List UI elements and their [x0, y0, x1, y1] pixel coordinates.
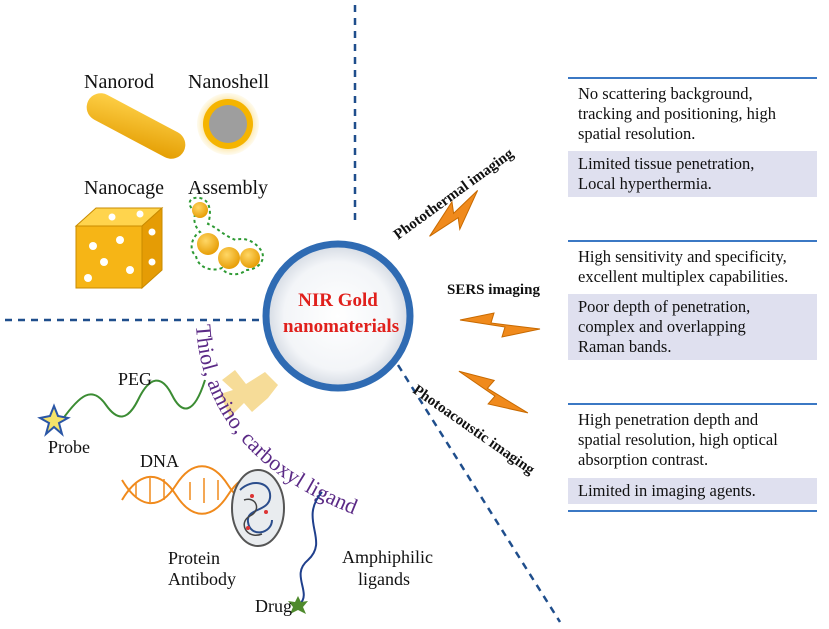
lim-line: Limited tissue penetration,: [578, 154, 755, 173]
divider-lines: [5, 5, 562, 623]
peg-chain: [61, 379, 206, 421]
adv-line: spatial resolution, high optical: [578, 430, 778, 449]
label-ligands: ligands: [358, 569, 410, 589]
adv-line: High penetration depth and: [578, 410, 759, 429]
sers-limitations: Poor depth of penetration, complex and o…: [568, 294, 817, 360]
adv-line: excellent multiplex capabilities.: [578, 267, 789, 286]
assembly-shape: [188, 196, 264, 276]
center-title-line1: NIR Gold: [298, 290, 378, 311]
adv-line: absorption contrast.: [578, 450, 709, 469]
probe-star-icon: [37, 403, 71, 437]
label-dna: DNA: [140, 451, 179, 471]
box-rule-photoacoustic: [568, 403, 817, 405]
bolt-sers: [459, 312, 541, 338]
nanoshell-shape: [197, 93, 259, 155]
label-assembly: Assembly: [188, 177, 268, 199]
photoacoustic-advantages: High penetration depth and spatial resol…: [568, 406, 817, 470]
adv-line: spatial resolution.: [578, 124, 696, 143]
adv-line: No scattering background,: [578, 84, 753, 103]
lim-line: Poor depth of penetration,: [578, 297, 751, 316]
divider-bottom-right: [396, 364, 562, 623]
center-title: NIR Gold nanomaterials: [283, 288, 400, 340]
label-nanoshell: Nanoshell: [188, 71, 270, 93]
bolt-photothermal: [429, 190, 479, 237]
amphiphilic-chain: [299, 491, 323, 605]
box-rule-photothermal: [568, 77, 817, 79]
adv-line: tracking and positioning, high: [578, 104, 776, 123]
photothermal-advantages: No scattering background, tracking and p…: [568, 80, 817, 144]
label-nanocage: Nanocage: [84, 177, 164, 199]
box-rule-sers: [568, 240, 817, 242]
nanorod-shape: [86, 93, 186, 159]
lim-line: Limited in imaging agents.: [578, 481, 756, 500]
label-photoacoustic-imaging: Photoacoustic imaging: [410, 382, 538, 478]
label-sers-imaging: SERS imaging: [447, 282, 540, 298]
bolt-photoacoustic: [458, 370, 529, 414]
ligand-arrow: [220, 370, 278, 417]
label-photothermal-imaging: Photothermal imaging: [391, 146, 517, 244]
label-protein: Protein: [168, 548, 220, 568]
label-amphiphilic: Amphiphilic: [342, 547, 433, 567]
label-nanorod: Nanorod: [84, 71, 154, 93]
label-peg: PEG: [118, 369, 153, 389]
sers-advantages: High sensitivity and specificity, excell…: [568, 243, 817, 287]
lim-line: Raman bands.: [578, 337, 672, 356]
center-title-line2: nanomaterials: [283, 316, 400, 337]
label-probe: Probe: [48, 437, 90, 457]
lim-line: complex and overlapping: [578, 317, 746, 336]
center-circle: [262, 240, 414, 392]
drug-star-icon: [288, 596, 308, 614]
label-antibody: Antibody: [168, 569, 237, 589]
lim-line: Local hyperthermia.: [578, 174, 712, 193]
photothermal-limitations: Limited tissue penetration, Local hypert…: [568, 151, 817, 197]
protein-antibody-shape: [231, 469, 285, 547]
photoacoustic-limitations: Limited in imaging agents.: [568, 478, 817, 504]
nanocage-shape: [74, 206, 164, 290]
adv-line: High sensitivity and specificity,: [578, 247, 787, 266]
box-rule-bottom: [568, 510, 817, 512]
label-drug: Drug: [255, 596, 292, 616]
